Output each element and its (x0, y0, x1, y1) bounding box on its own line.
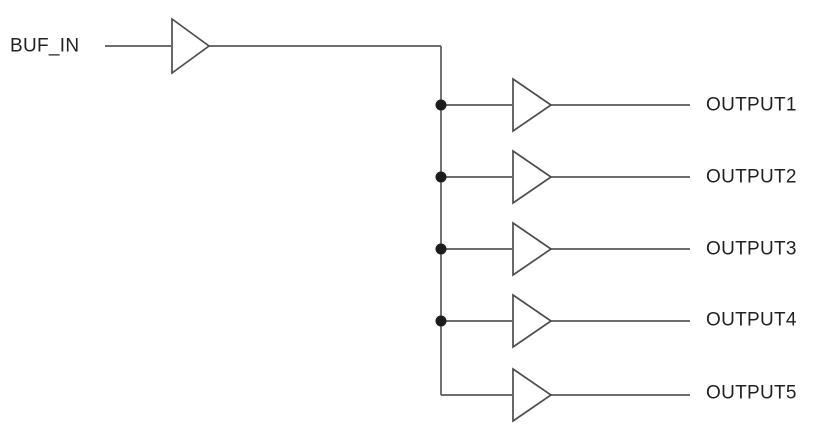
output-net-label-2: OUTPUT2 (706, 167, 797, 188)
output-buffer-icon-4 (512, 293, 553, 349)
output-net-label-5: OUTPUT5 (706, 383, 797, 404)
junctions-group (435, 99, 447, 327)
output-buffer-icon-5 (512, 367, 553, 423)
junction-dot-4 (435, 315, 447, 327)
output-net-label-3: OUTPUT3 (706, 239, 797, 260)
junction-dot-1 (435, 99, 447, 111)
output-buffer-icon-1 (512, 77, 553, 133)
input-net-label: BUF_IN (10, 36, 79, 57)
input-buffer-icon (171, 17, 211, 75)
junction-dot-3 (435, 243, 447, 255)
output-net-label-4: OUTPUT4 (706, 310, 797, 331)
output-buffer-icon-2 (512, 149, 553, 205)
output-labels-group: OUTPUT1 OUTPUT2 OUTPUT3 OUTPUT4 OUTPUT5 (706, 95, 797, 404)
buffers-group (171, 17, 553, 423)
output-buffer-icon-3 (512, 221, 553, 277)
junction-dot-2 (435, 171, 447, 183)
output-net-label-1: OUTPUT1 (706, 95, 797, 116)
wires-group (105, 45, 690, 396)
